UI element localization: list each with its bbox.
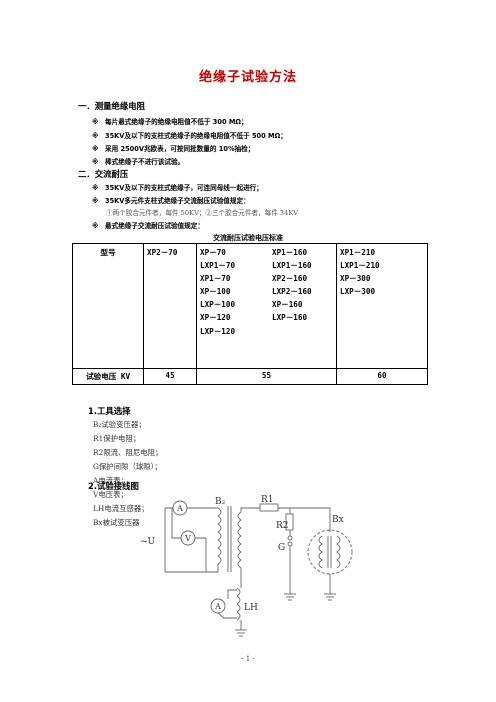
r1-label: R1 bbox=[261, 495, 274, 505]
list-item: ※ 35KV及以下的支柱式绝缘子，可连同母线一起进行； bbox=[92, 184, 263, 192]
table-row: 型号 XP2－70 XP－70 LXP1－70 XP1－70 XP－100 LX… bbox=[72, 243, 428, 369]
ammeter-label: A bbox=[176, 504, 183, 513]
current-transformer-icon bbox=[236, 587, 241, 621]
test-transformer-boundary bbox=[307, 529, 353, 575]
list-item: R2限流、阻尼电阻； bbox=[93, 448, 163, 457]
section-heading-wiring: 2.试验接线图 bbox=[88, 481, 139, 491]
table-cell: 60 bbox=[336, 368, 428, 385]
voltage-table: 型号 XP2－70 XP－70 LXP1－70 XP1－70 XP－100 LX… bbox=[72, 243, 428, 385]
table-cell: 45 bbox=[143, 368, 197, 385]
transformer-primary-icon bbox=[217, 507, 222, 572]
page-number: - 1 - bbox=[241, 655, 255, 663]
bx-label: Bx bbox=[332, 515, 344, 525]
list-item: R1保护电阻； bbox=[93, 434, 141, 443]
list-item: LH电流互感器； bbox=[93, 504, 149, 513]
ball-gap-top-icon bbox=[287, 535, 293, 541]
list-item: B₂试验变压器； bbox=[93, 420, 146, 429]
table-row: 试验电压 KV 45 55 60 bbox=[72, 368, 428, 385]
wiring-diagram: A V ~U B₂ R1 R2 G Bx LH A bbox=[140, 495, 353, 637]
test-transformer-coil-icon bbox=[318, 535, 323, 569]
list-item: ※ 悬式绝缘子交流耐压试验值规定： bbox=[92, 222, 204, 230]
ball-gap-bottom-icon bbox=[287, 541, 293, 547]
table-cell: 试验电压 KV bbox=[72, 368, 144, 385]
g-label: G bbox=[278, 543, 285, 553]
list-item: ※ 采用 2500V兆欧表，可按同批数量的 10%抽检； bbox=[92, 145, 255, 153]
source-label: ~U bbox=[140, 537, 156, 547]
transformer-label: B₂ bbox=[215, 497, 226, 507]
lh-label: LH bbox=[244, 603, 258, 613]
list-item: V电压表； bbox=[93, 490, 128, 499]
transformer-secondary-icon bbox=[237, 511, 242, 569]
table-cell: XP1－210 LXP1－210 XP－300 LXP－300 bbox=[336, 243, 428, 369]
list-item: ※ 35KV及以下的支柱式绝缘子的绝缘电阻值不低于 500 MΩ； bbox=[92, 132, 287, 140]
section-heading-insulation: 一．测量绝缘电阻 bbox=[78, 101, 145, 111]
note-text: ①两个胶合元件者，每件 50KV；②三个胶合元件者，每件 34KV bbox=[106, 209, 299, 217]
list-item: A电流表； bbox=[93, 476, 128, 485]
r2-label: R2 bbox=[276, 521, 289, 531]
table-caption: 交流耐压试验电压标准 bbox=[213, 234, 283, 242]
resistor-r1-icon bbox=[259, 503, 279, 512]
page-title: 绝缘子试验方法 bbox=[198, 70, 297, 85]
table-cell: XP－70 LXP1－70 XP1－70 XP－100 LXP－100 XP－1… bbox=[196, 243, 337, 369]
list-item: ※ 棒式绝缘子不进行该试验。 bbox=[92, 158, 185, 166]
list-item: ※ 35KV多元件支柱式绝缘子交流耐压试验值规定： bbox=[92, 197, 250, 205]
resistor-r2-icon bbox=[285, 513, 294, 531]
list-item: Bx被试变压器 bbox=[93, 518, 140, 527]
voltmeter-label: V bbox=[184, 534, 191, 543]
section-heading-tools: 1.工具选择 bbox=[88, 406, 131, 416]
table-cell: XP2－70 bbox=[143, 243, 197, 369]
table-header-cell: 型号 bbox=[72, 243, 144, 369]
list-item: ※ 每片悬式绝缘子的绝缘电阻值不低于 300 MΩ； bbox=[92, 118, 248, 126]
list-item: G保护间隙（球隙）； bbox=[93, 462, 162, 471]
table-cell: 55 bbox=[196, 368, 337, 385]
section-heading-ac-withstand: 二．交流耐压 bbox=[78, 169, 129, 179]
ammeter-2-label: A bbox=[214, 602, 221, 611]
